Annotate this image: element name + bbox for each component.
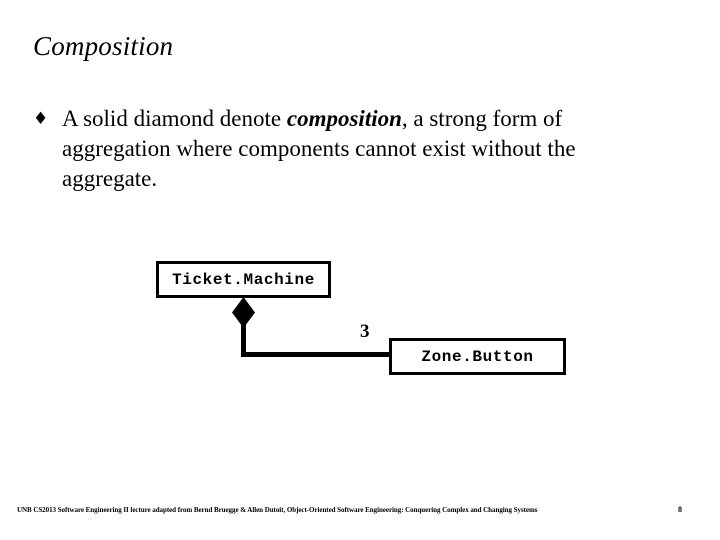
- multiplicity-label: 3: [360, 321, 370, 342]
- page-title: Composition: [33, 31, 174, 61]
- bullet-item: ♦ A solid diamond denote composition, a …: [33, 104, 633, 194]
- footer-page-number: 8: [678, 505, 682, 514]
- bullet-text: A solid diamond denote composition, a st…: [62, 104, 633, 194]
- uml-class-ticketmachine[interactable]: Ticket.Machine: [156, 261, 331, 298]
- association-line-vertical: [241, 310, 246, 356]
- bullet-text-after: , a strong form of aggregation where com…: [62, 106, 576, 191]
- association-line-horizontal: [241, 352, 391, 357]
- slide-footer: UNB CS2013 Software Engineering II lectu…: [17, 505, 707, 515]
- uml-class-zonebutton-label: Zone.Button: [421, 347, 534, 366]
- bullet-text-emphasis: composition: [286, 106, 402, 131]
- bullet-text-before: A solid diamond denote: [62, 106, 287, 131]
- uml-class-zonebutton[interactable]: Zone.Button: [389, 338, 566, 375]
- footer-credit-text: UNB CS2013 Software Engineering II lectu…: [17, 506, 538, 514]
- diamond-bullet-icon: ♦: [33, 109, 49, 129]
- uml-class-ticketmachine-label: Ticket.Machine: [172, 270, 315, 289]
- uml-composition-diagram: Ticket.Machine 3 Zone.Button: [0, 250, 720, 400]
